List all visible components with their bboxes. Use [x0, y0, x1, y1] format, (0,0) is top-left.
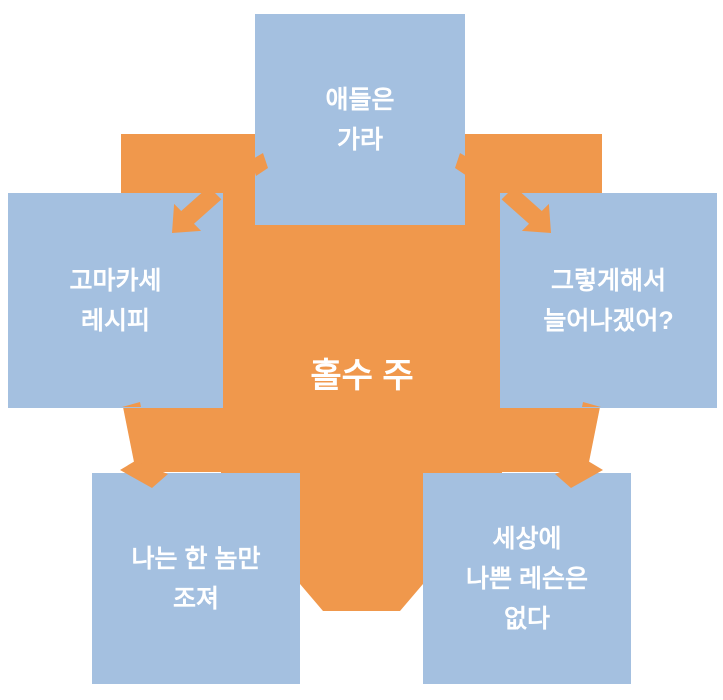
node-left: 고마카세 레시피	[8, 193, 223, 408]
node-right: 그렇게해서 늘어나겠어?	[500, 193, 717, 408]
node-bottom-right: 세상에 나쁜 레슨은 없다	[423, 473, 631, 684]
node-bottom-right-label: 세상에 나쁜 레슨은 없다	[466, 524, 588, 633]
node-bottom-left: 나는 한 놈만 조져	[92, 473, 300, 684]
node-right-label: 그렇게해서 늘어나겠어?	[543, 266, 674, 335]
bottom-band-shape	[123, 407, 600, 472]
center-label: 홀수 주	[310, 356, 414, 395]
node-top: 애들은 가라	[255, 14, 465, 225]
bottom-column-shape	[300, 472, 423, 611]
node-top-label: 애들은 가라	[325, 85, 395, 154]
node-left-label: 고마카세 레시피	[69, 266, 162, 335]
node-bottom-left-label: 나는 한 놈만 조져	[131, 544, 261, 613]
